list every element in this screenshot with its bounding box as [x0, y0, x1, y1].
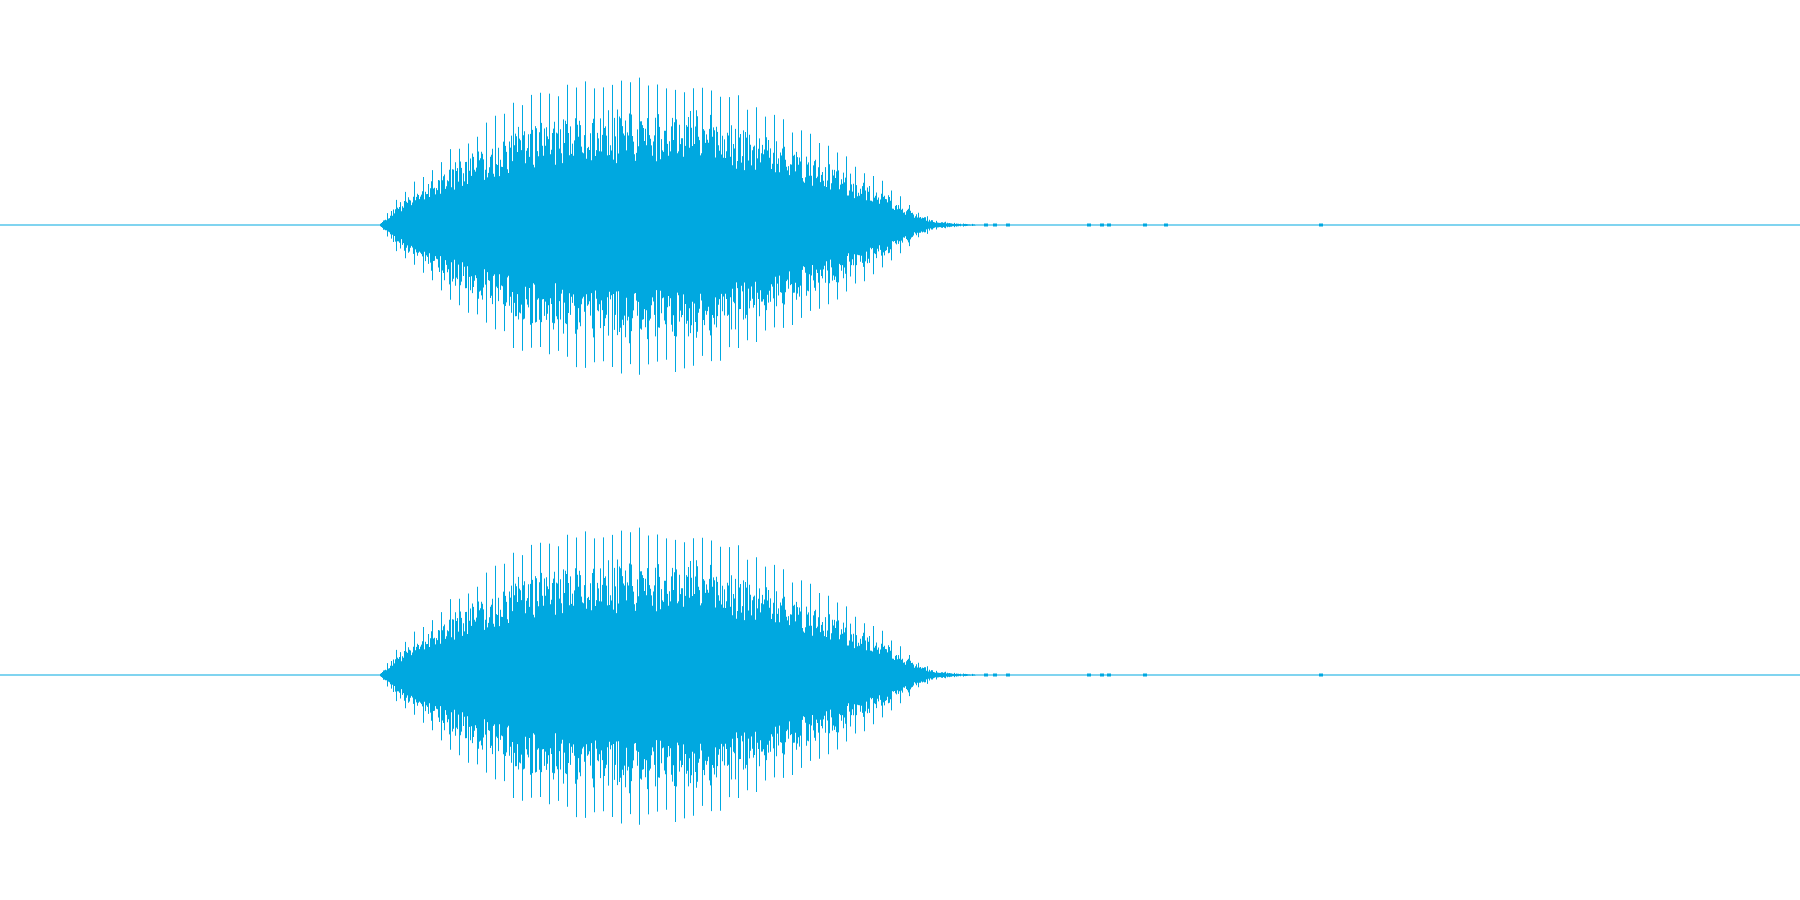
- waveform-blip: [1164, 223, 1168, 227]
- waveform-blip: [993, 673, 997, 677]
- waveform-blip: [984, 223, 988, 227]
- waveform-signal: [380, 527, 983, 825]
- waveform-blip: [1087, 673, 1091, 677]
- waveform-blip: [1143, 223, 1147, 227]
- waveform-blip: [1006, 673, 1010, 677]
- waveform-blip: [1143, 673, 1147, 677]
- channel-2-waveform: [0, 527, 1800, 825]
- waveform-blip: [1319, 673, 1323, 677]
- waveform-blip: [1006, 223, 1010, 227]
- waveform-blip: [1087, 223, 1091, 227]
- waveform-signal: [380, 77, 983, 375]
- waveform-blip: [1107, 673, 1111, 677]
- channel-1-waveform: [0, 77, 1800, 375]
- waveform-blip: [993, 223, 997, 227]
- waveform-blip: [1107, 223, 1111, 227]
- waveform-blip: [1100, 673, 1104, 677]
- waveform-blip: [984, 673, 988, 677]
- waveform-blip: [1100, 223, 1104, 227]
- waveform-blip: [1319, 223, 1323, 227]
